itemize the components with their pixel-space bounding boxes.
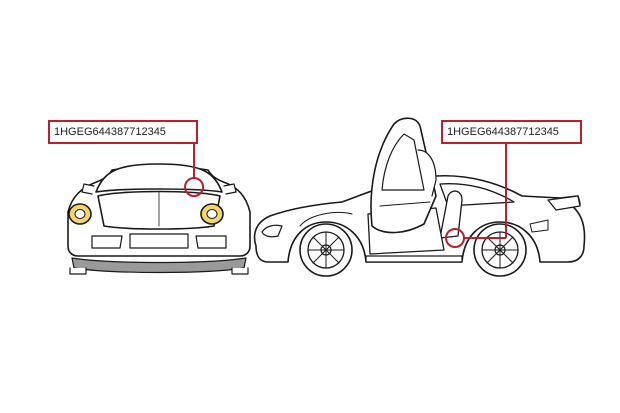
side-vin-callout-label: 1HGEG644387712345 [441, 120, 582, 144]
vin-location-circle-icon [184, 177, 204, 197]
vin-location-circle-icon [445, 228, 465, 248]
front-wheel-icon [299, 223, 353, 277]
front-car-illustration [67, 163, 251, 275]
front-vin-callout-label: 1HGEG644387712345 [48, 120, 198, 144]
side-callout-pointer [445, 144, 507, 248]
side-car-illustration [253, 117, 586, 277]
rear-wheel-icon [473, 223, 527, 277]
